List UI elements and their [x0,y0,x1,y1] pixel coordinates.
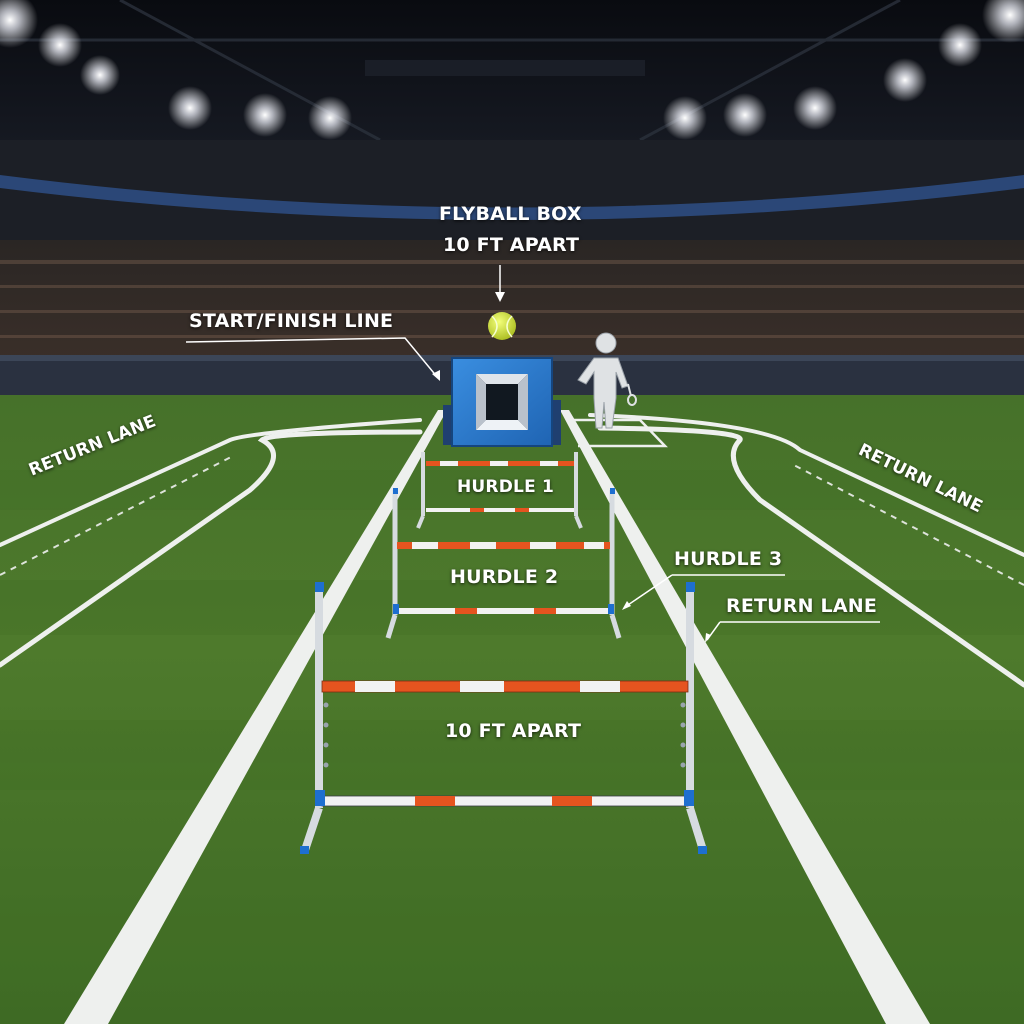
hurdle-spacing-label: 10 FT APART [445,720,582,742]
upper-stands [0,140,1024,240]
turf-field [0,395,1024,1024]
hurdle-3-label: HURDLE 3 [674,548,783,570]
box-spacing-label: 10 FT APART [443,234,580,256]
flyball-box-label: FLYBALL BOX [439,203,582,225]
hurdle-2 [385,488,622,639]
hurdle-1 [416,452,583,529]
handler-person-icon [577,332,637,429]
lane-lines [64,410,930,1024]
tennis-ball-icon [488,312,516,340]
return-lane-center-label: RETURN LANE [726,595,878,617]
hurdle-1-label: HURDLE 1 [457,477,555,497]
roof-structure [0,0,1024,142]
hurdle-2-label: HURDLE 2 [450,566,559,588]
crowd-stands [0,240,1024,360]
return-lane-dashes [0,454,1024,586]
start-finish-callout [185,337,439,379]
flyball-box [443,357,561,447]
blue-fascia [0,175,1024,220]
callout-arrowheads [432,292,711,643]
return-lane-lines [0,413,1024,688]
start-finish-label: START/FINISH LINE [189,310,394,332]
hurdle-3-callout [624,574,785,608]
hurdle-3 [300,582,707,854]
stadium-lights [0,0,1024,140]
